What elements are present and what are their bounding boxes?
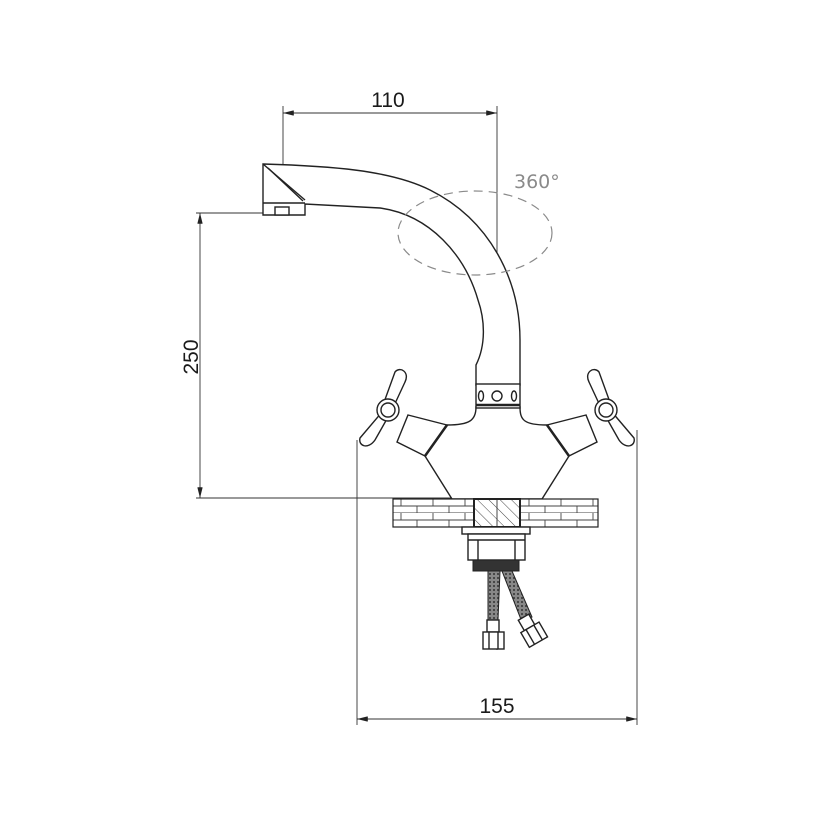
dimension-spout-height: 250 <box>180 212 455 499</box>
right-valve-handle[interactable] <box>545 368 635 457</box>
dimension-label-250: 250 <box>180 339 203 374</box>
mounting-nut <box>461 526 531 572</box>
dimension-handle-span: 155 <box>356 430 638 725</box>
rotation-label: 360° <box>514 171 560 193</box>
hose-fitting-left <box>486 619 500 633</box>
rotation-indicator: 360° <box>397 171 560 276</box>
faucet-body <box>424 383 570 500</box>
spout <box>262 163 521 386</box>
dimension-label-155: 155 <box>479 695 514 718</box>
hose-nut-left <box>482 631 505 650</box>
countertop-section <box>392 498 599 528</box>
dimension-label-110: 110 <box>371 89 404 112</box>
left-valve-handle[interactable] <box>359 368 449 457</box>
supply-hoses <box>482 570 549 650</box>
